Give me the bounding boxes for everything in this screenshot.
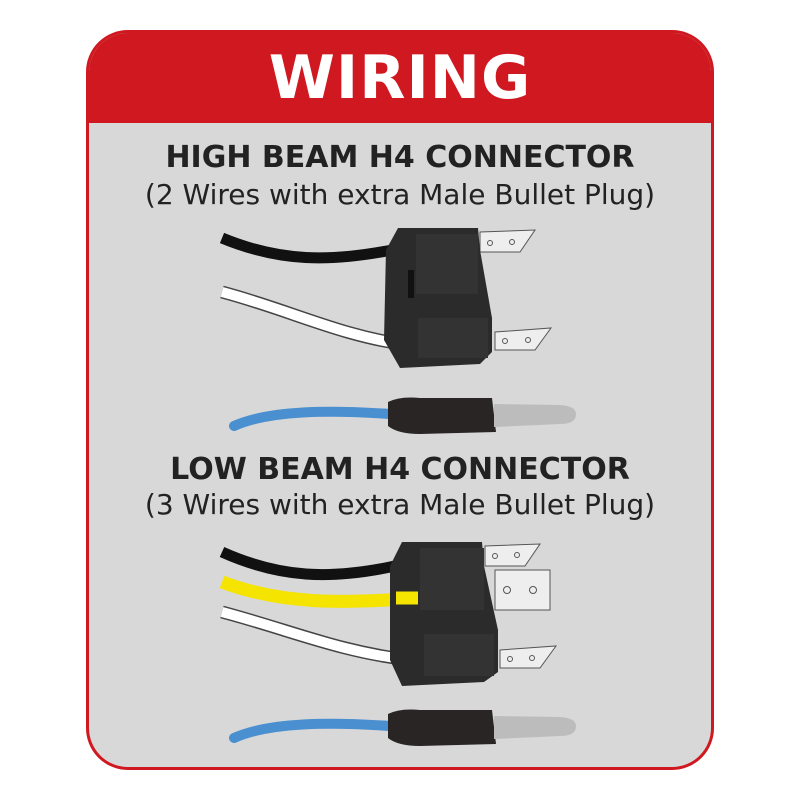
high-beam-bullet-plug [229,397,576,434]
upper-terminal [479,229,536,253]
high-beam-subtitle: (2 Wires with extra Male Bullet Plug) [144,178,656,211]
high-beam-connector-label: H4 CONNECTOR [358,140,635,175]
page-title: WIRING [268,43,532,113]
lower-terminal [499,645,558,669]
lower-terminal [494,327,553,351]
upper-terminal [484,543,541,567]
black-wire [219,232,394,264]
low-beam-label: LOW BEAM [170,452,354,487]
low-beam-heading: LOW BEAM H4 CONNECTOR [0,452,800,487]
high-beam-connector [219,228,553,368]
low-beam-connector-label: H4 CONNECTOR [353,452,630,487]
bullet-tip [494,404,576,427]
bullet-sleeve [388,709,496,746]
middle-terminal [494,569,551,611]
low-beam-connector [219,542,558,686]
high-beam-label: HIGH BEAM [165,140,359,175]
blue-wire [229,718,395,743]
black-wire [219,546,397,581]
high-beam-heading: HIGH BEAM H4 CONNECTOR [0,140,800,175]
bullet-sleeve [388,397,496,434]
yellow-wire [219,575,419,608]
bullet-tip [494,716,576,739]
low-beam-bullet-plug [229,709,576,746]
header-banner: WIRING [89,33,711,123]
blue-wire [229,406,395,431]
low-beam-subtitle: (3 Wires with extra Male Bullet Plug) [144,488,656,521]
